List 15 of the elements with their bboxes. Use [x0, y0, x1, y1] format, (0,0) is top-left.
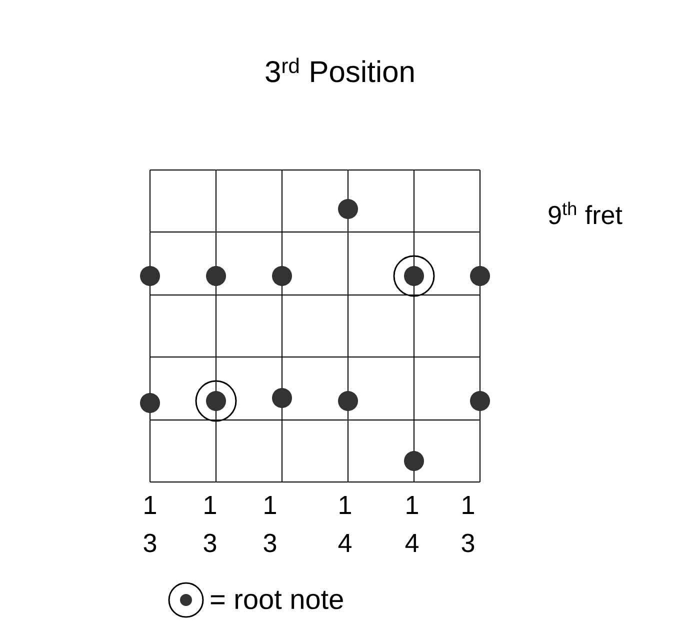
finger-number: 4 [338, 534, 352, 552]
finger-number: 1 [340, 496, 351, 514]
finger-number: 3 [264, 534, 276, 552]
finger-number: 1 [406, 496, 418, 514]
finger-number: 3 [144, 534, 156, 552]
finger-number: 4 [405, 534, 418, 552]
finger-number: 3 [204, 534, 216, 552]
finger-number: 3 [462, 534, 474, 552]
fret-label: 9$^{th}$ fret [548, 202, 622, 224]
legend-text: = root note [210, 590, 343, 610]
finger-number: 1 [462, 496, 474, 514]
finger-number: 1 [264, 496, 276, 514]
finger-number: 1 [204, 496, 216, 514]
finger-number: 1 [144, 496, 156, 514]
title: 3$^{rd}$ Position [266, 58, 414, 82]
